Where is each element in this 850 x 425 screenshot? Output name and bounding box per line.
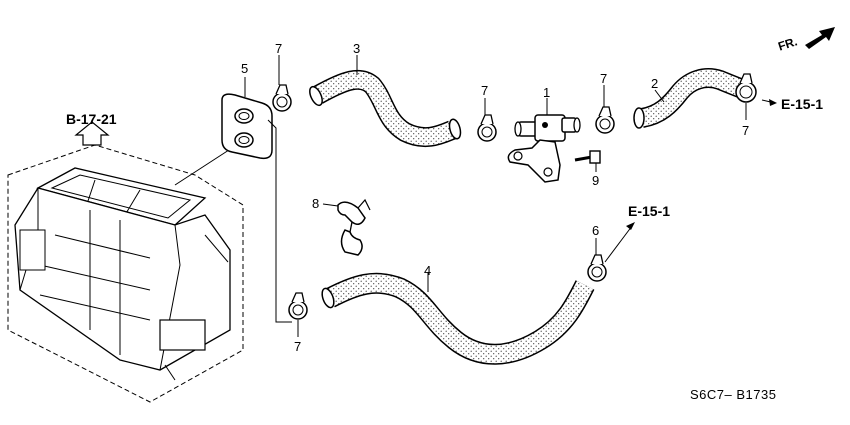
- label-part-7-center: 7: [481, 83, 489, 98]
- ref-b-17-21: B-17-21: [66, 111, 117, 127]
- arrow-e151-lower: [604, 225, 633, 263]
- clip-7-far-right: [735, 73, 757, 103]
- diagram-code: S6C7– B1735: [690, 387, 777, 402]
- grommet-part-5: [221, 93, 273, 160]
- clip-7-bottom-left: [288, 292, 308, 320]
- label-part-9: 9: [592, 173, 600, 188]
- label-part-6: 6: [592, 223, 600, 238]
- label-part-3: 3: [353, 41, 361, 56]
- ref-e-15-1-lower: E-15-1: [628, 203, 671, 219]
- label-part-4: 4: [424, 263, 432, 278]
- label-part-7-right: 7: [600, 71, 608, 86]
- water-valve-part-1: [507, 114, 581, 183]
- heater-unit-assembly: [7, 144, 244, 403]
- label-part-2: 2: [651, 76, 659, 91]
- label-part-1: 1: [543, 85, 551, 100]
- ref-arrow-b1721: [74, 121, 110, 146]
- clip-7-center: [477, 114, 497, 142]
- clamp-part-8: [337, 198, 371, 256]
- label-part-7-top-left: 7: [275, 41, 283, 56]
- front-direction-arrow: [805, 27, 835, 49]
- clip-7-right: [595, 106, 615, 134]
- label-part-7-bottom-left: 7: [294, 339, 302, 354]
- label-part-5: 5: [241, 61, 249, 76]
- hose-part-3: [309, 69, 462, 148]
- bolt-part-9: [574, 150, 601, 164]
- hose-part-2: [633, 68, 749, 129]
- label-part-8: 8: [312, 196, 320, 211]
- ref-e-15-1-upper: E-15-1: [781, 96, 824, 112]
- label-part-7-far-right: 7: [742, 123, 750, 138]
- hose-part-4: [321, 272, 595, 365]
- clip-7-top-left: [272, 84, 292, 112]
- clip-6: [587, 254, 607, 282]
